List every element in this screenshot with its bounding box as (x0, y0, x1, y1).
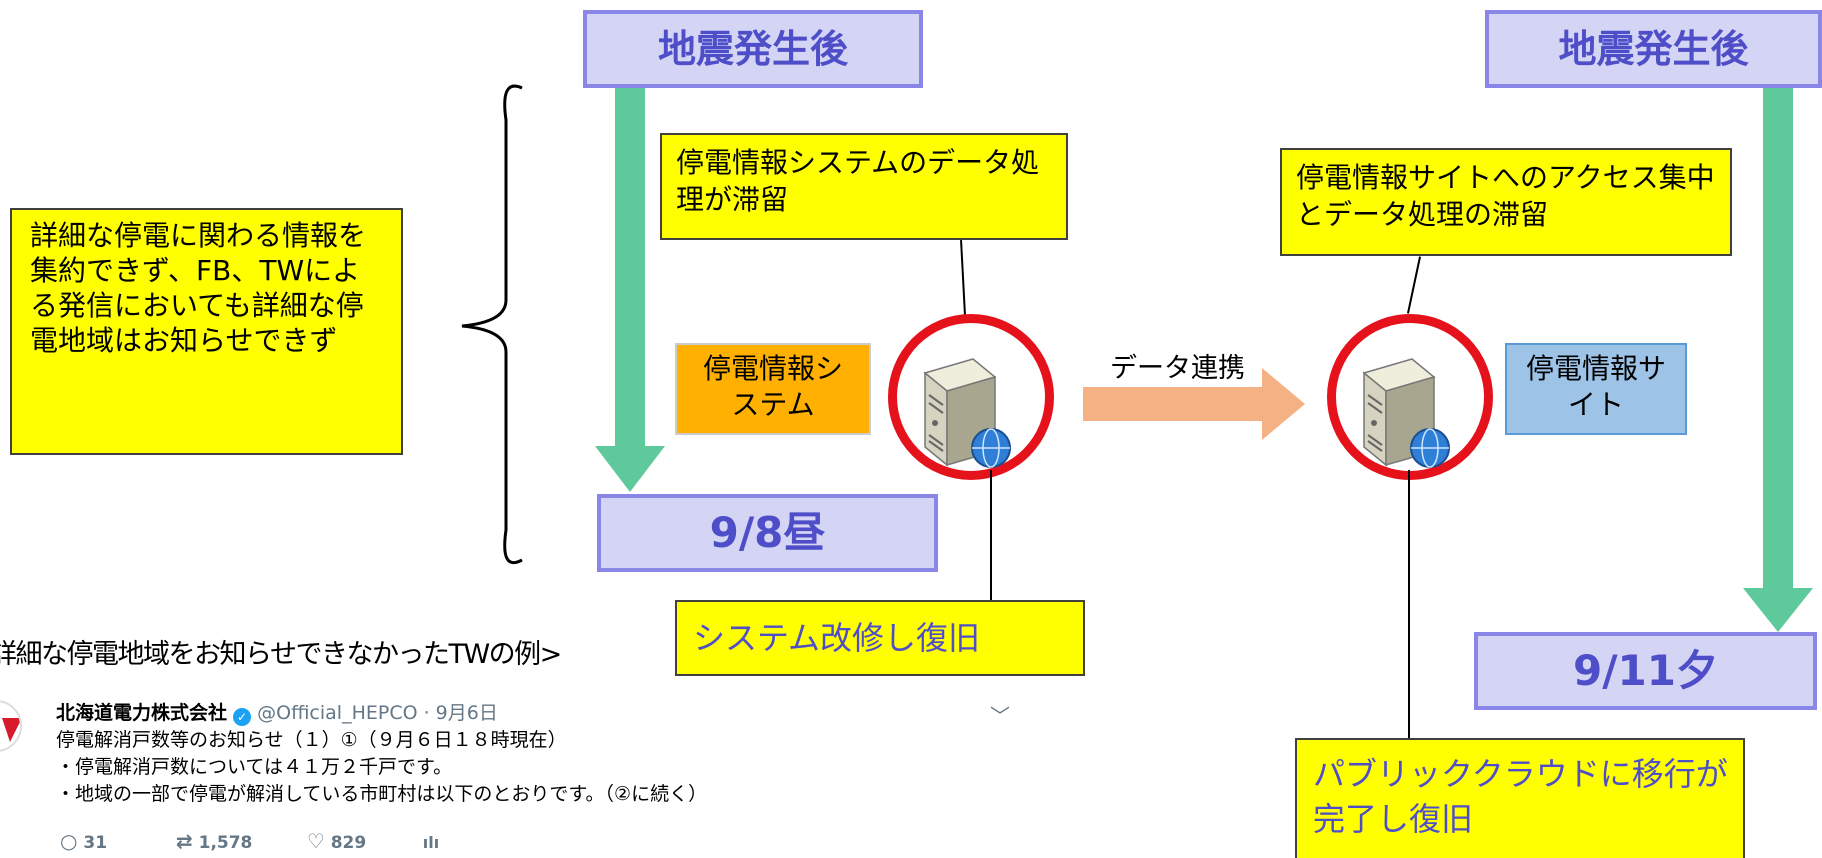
timeline-right-arrow-stem (1763, 88, 1793, 588)
system-issue-note: 停電情報システムのデータ処理が滞留 (660, 133, 1068, 240)
retweet-icon: ⇄ (175, 829, 193, 853)
system-recovery-connector (990, 470, 992, 602)
tweet-actions: ○ 31 ⇄ 1,578 ♡ 829 ılı (60, 828, 439, 857)
timeline-left-arrow-head (595, 446, 665, 492)
site-recovery-text: パブリッククラウドに移行が完了し復旧 (1313, 755, 1728, 838)
site-issue-connector (1406, 256, 1422, 314)
tweet-handle-date[interactable]: @Official_HEPCO · 9月6日 (257, 702, 498, 724)
retweet-button[interactable]: ⇄ 1,578 (176, 828, 301, 857)
site-server-icon (1362, 358, 1450, 468)
info-note: 詳細な停電に関わる情報を集約できず、FB、TWによる発信においても詳細な停電地域… (10, 208, 403, 455)
site-recovery-connector (1408, 470, 1410, 740)
tweet-avatar (0, 700, 22, 752)
system-recovery-text: システム改修し復旧 (693, 619, 981, 657)
tweet-line-2: ・停電解消戸数については４１万２千戸です。 (56, 756, 453, 778)
timeline-left-start-label: 地震発生後 (657, 27, 848, 71)
system-recovery-note: システム改修し復旧 (675, 600, 1085, 676)
site-recovery-note: パブリッククラウドに移行が完了し復旧 (1295, 738, 1745, 858)
timeline-right-end: 9/11夕 (1474, 632, 1817, 710)
retweet-count: 1,578 (198, 833, 253, 853)
system-server-highlight (888, 314, 1054, 480)
site-server-highlight (1327, 314, 1493, 480)
system-box: 停電情報システム (675, 343, 871, 435)
curly-brace (461, 84, 523, 565)
site-box: 停電情報サイト (1505, 343, 1687, 435)
site-issue-text: 停電情報サイトへのアクセス集中とデータ処理の滞留 (1296, 161, 1715, 231)
info-note-text: 詳細な停電に関わる情報を集約できず、FB、TWによる発信においても詳細な停電地域… (30, 219, 367, 357)
like-button[interactable]: ♡ 829 (307, 828, 417, 857)
system-box-label: 停電情報システム (702, 352, 843, 422)
site-issue-note: 停電情報サイトへのアクセス集中とデータ処理の滞留 (1280, 148, 1732, 256)
timeline-right-start-label: 地震発生後 (1558, 27, 1749, 71)
verified-badge-icon: ✓ (233, 708, 252, 726)
hepco-logo-icon (2, 718, 20, 742)
tweet-line-3: ・地域の一部で停電が解消している市町村は以下のとおりです。（②に続く） (56, 783, 708, 805)
data-link-label: データ連携 (1110, 353, 1245, 384)
timeline-left-arrow-stem (615, 88, 645, 446)
analytics-icon[interactable]: ılı (422, 833, 440, 852)
timeline-right-end-label: 9/11夕 (1572, 646, 1718, 695)
tweet-caption: 詳細な停電地域をお知らせできなかったTWの例> (0, 639, 562, 670)
timeline-left-start: 地震発生後 (583, 10, 923, 88)
timeline-right-start: 地震発生後 (1485, 10, 1822, 88)
reply-icon: ○ (60, 829, 78, 853)
system-issue-text: 停電情報システムのデータ処理が滞留 (676, 146, 1040, 216)
reply-button[interactable]: ○ 31 (60, 828, 170, 857)
reply-count: 31 (83, 833, 108, 853)
timeline-left-end: 9/8昼 (597, 494, 938, 572)
system-issue-connector (960, 239, 966, 316)
like-count: 829 (330, 833, 367, 853)
timeline-right-arrow-head (1743, 588, 1813, 632)
tweet[interactable]: 北海道電力株式会社 ✓ @Official_HEPCO · 9月6日 停電解消戸… (56, 700, 1036, 858)
tweet-account-name[interactable]: 北海道電力株式会社 (56, 702, 228, 724)
data-link-arrow (1083, 368, 1305, 440)
system-server-icon (923, 358, 1011, 468)
tweet-menu-chevron-icon[interactable]: ﹀ (990, 704, 1010, 728)
tweet-line-1: 停電解消戸数等のお知らせ（１）①（９月６日１８時現在） (56, 729, 567, 751)
tweet-header: 北海道電力株式会社 ✓ @Official_HEPCO · 9月6日 (56, 700, 1036, 727)
site-box-label: 停電情報サイト (1525, 352, 1666, 422)
heart-icon: ♡ (306, 829, 325, 853)
timeline-left-end-label: 9/8昼 (709, 508, 826, 557)
